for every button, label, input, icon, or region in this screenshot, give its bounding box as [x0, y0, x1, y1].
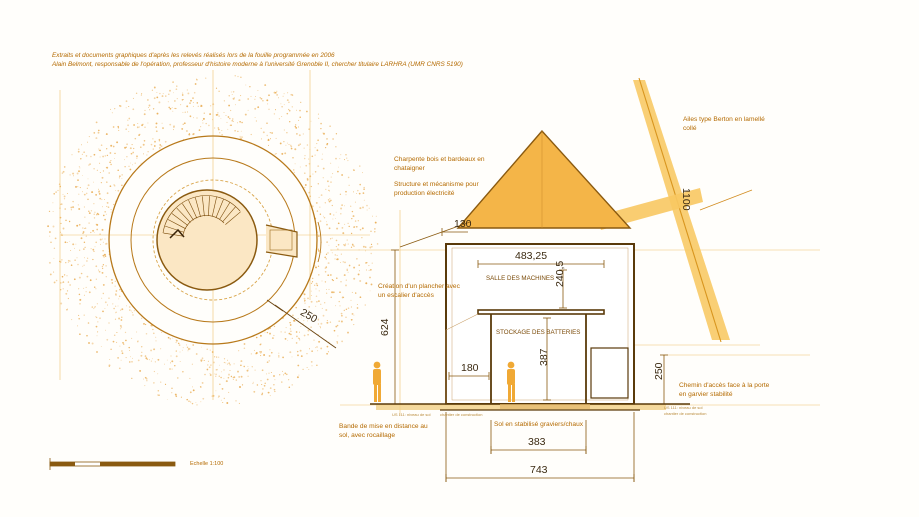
plan-door-steps — [269, 229, 293, 251]
mill-section — [370, 77, 753, 482]
dim-483: 483,25 — [515, 250, 548, 262]
ground-note-left-1: US 111: niveau de sol — [392, 412, 431, 417]
dim-387: 387 — [538, 348, 550, 366]
stair-direction-arrow — [169, 228, 185, 239]
sail-arm — [597, 188, 703, 230]
scale-bar — [49, 458, 176, 470]
plan-outer-circle — [108, 135, 318, 345]
room-label-batteries: STOCKAGE DES BATTERIES — [496, 329, 581, 336]
dim-180: 180 — [461, 362, 479, 374]
plan-tower-interior — [156, 189, 258, 291]
path-annotation: Chemin d'accès face à la porte en garvie… — [679, 382, 770, 398]
plan-doorway — [265, 224, 298, 258]
header-line-2: Alain Belmont, responsable de l'opératio… — [52, 61, 463, 68]
dim-130: 130 — [454, 218, 472, 230]
structure-annotation: Structure et mécanisme pour production é… — [394, 181, 479, 197]
tower-walls — [445, 243, 635, 405]
ground-note-left-2: chantier de construction — [440, 412, 483, 417]
human-figures — [373, 361, 515, 402]
person-inside — [507, 361, 515, 402]
room-label-machines: SALLE DES MACHINES — [486, 275, 555, 282]
mill-plan — [108, 135, 337, 349]
dim-624: 624 — [379, 318, 391, 336]
ground-band-annotation: Bande de mise en distance au sol, avec r… — [339, 423, 428, 439]
roof-annotation: Charpente bois et bardeaux en chataigner — [394, 156, 485, 172]
dim-1100: 1100 — [680, 188, 692, 211]
plan-radius-line — [274, 304, 337, 349]
person-outside — [373, 361, 381, 402]
header-line-1: Extraits et documents graphiques d'après… — [52, 52, 335, 59]
conical-roof — [456, 129, 632, 229]
blade-dimension-line — [699, 189, 753, 211]
soil-annotation: Sol en stabilisé graviers/chaux — [494, 421, 584, 428]
dim-743: 743 — [530, 464, 548, 476]
ground-note-right-2: chantier de construction — [664, 411, 707, 416]
sail-blade — [633, 80, 730, 340]
ground-note-right-1: US 111: niveau de sol — [664, 405, 703, 410]
scale-label: Echelle 1:100 — [190, 461, 224, 467]
dim-250: 250 — [653, 362, 665, 380]
floor-annotation: Création d'un plancher avec un escalier … — [378, 283, 460, 299]
plan-path-arc — [317, 221, 322, 263]
dim-240: 240,5 — [554, 260, 566, 287]
blades-annotation: Ailes type Berton en lamellé collé — [683, 116, 765, 132]
battery-room-walls — [490, 314, 587, 404]
machine-room-floor — [477, 309, 605, 315]
dim-383: 383 — [528, 436, 546, 448]
